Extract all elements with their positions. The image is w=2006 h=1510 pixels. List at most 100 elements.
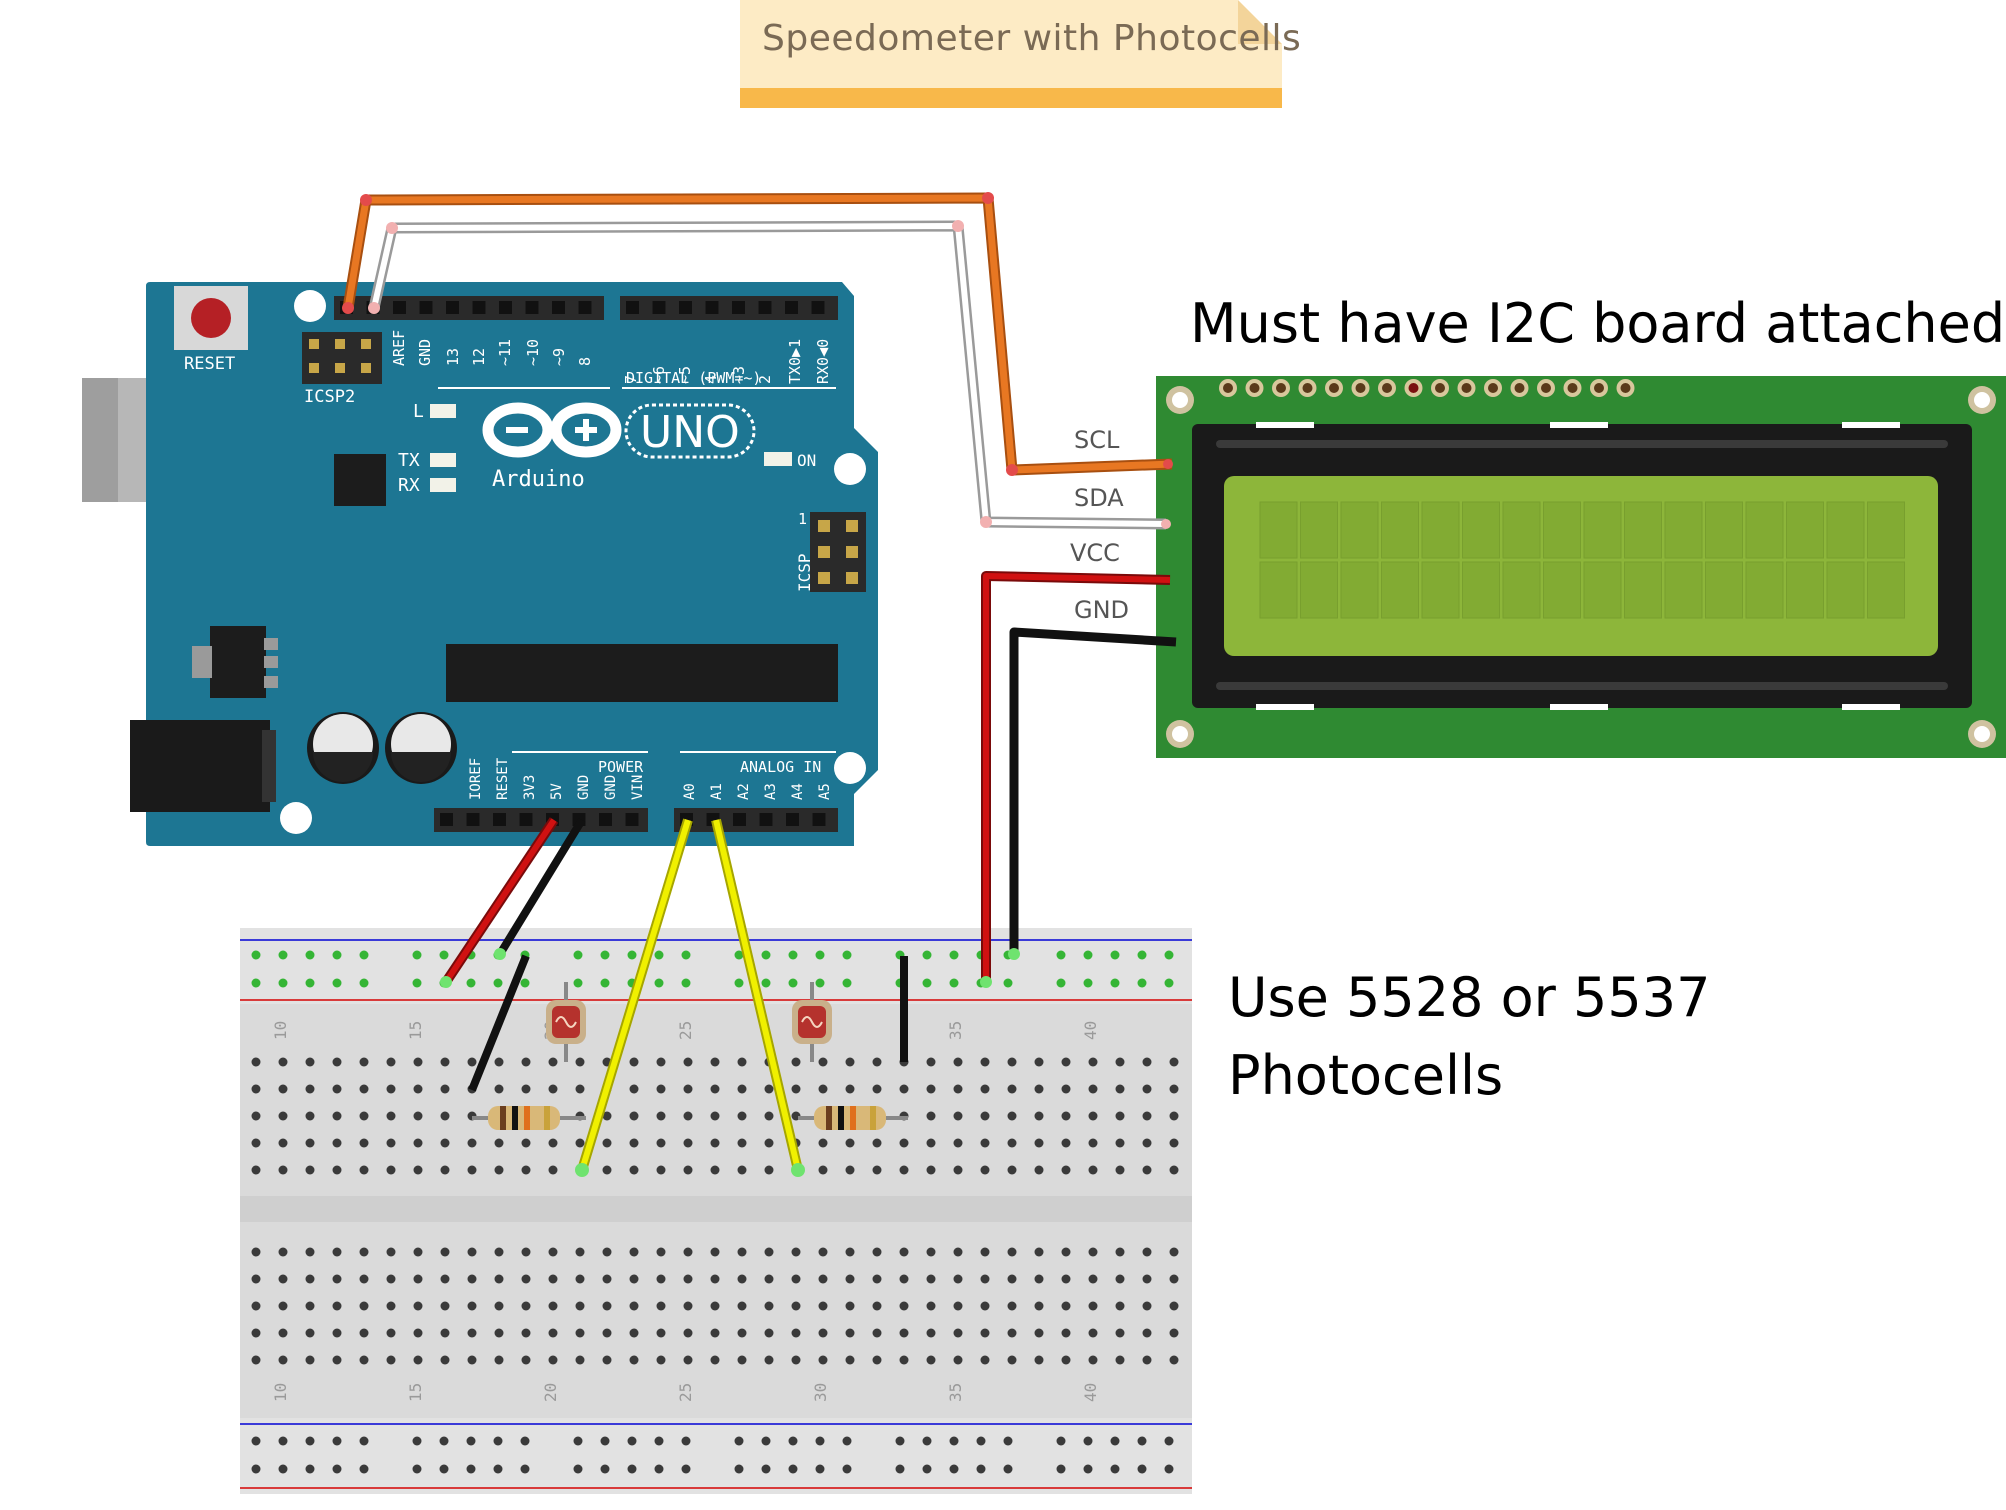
- digital-pin-label: GND: [416, 339, 434, 366]
- digital-pin-label: TX0▶1: [786, 339, 804, 384]
- digital-pin-label: 2: [756, 375, 774, 384]
- power-pin-label: 3V3: [522, 775, 538, 800]
- led-rx-label: RX: [398, 475, 420, 496]
- lcd-character-cells: [1259, 501, 1905, 619]
- led-on: [764, 452, 792, 466]
- usb-chip: [334, 454, 386, 506]
- power-header: [434, 808, 648, 832]
- capacitor-2: [385, 712, 457, 784]
- wire-gnd-jumper: [468, 954, 530, 1092]
- column-number: 20: [541, 1383, 560, 1402]
- arduino-board: [146, 282, 878, 846]
- uno-badge: [624, 403, 756, 459]
- digital-pin-label: 4: [702, 375, 720, 384]
- lcd-pin-sda: SDA: [1074, 484, 1124, 512]
- column-number: 10: [271, 1021, 290, 1040]
- icsp-pin1-label: 1: [798, 510, 807, 528]
- led-l: [430, 404, 456, 418]
- breadboard: 1010151520202525303035354040: [240, 928, 1192, 1494]
- uno-label: UNO: [640, 407, 740, 458]
- column-number: 30: [811, 1383, 830, 1402]
- power-label: POWER: [598, 758, 644, 776]
- resistor-1: [472, 1106, 586, 1130]
- capacitor-1: [307, 712, 379, 784]
- wire-gnd: [496, 817, 586, 957]
- digital-pin-label: ~5: [676, 366, 694, 384]
- column-number: 35: [946, 1383, 965, 1402]
- led-on-label: ON: [797, 451, 816, 470]
- icsp2-header: [302, 332, 382, 384]
- digital-label: DIGITAL (PWM=~): [626, 369, 761, 387]
- power-pin-label: RESET: [495, 757, 511, 800]
- column-number: 35: [946, 1021, 965, 1040]
- title-note: Speedometer with Photocells: [740, 0, 1301, 108]
- arduino-uno: RESET ICSP2: [82, 282, 878, 846]
- digital-pin-label: 13: [444, 348, 462, 366]
- i2c-note: Must have I2C board attached: [1190, 292, 2006, 355]
- digital-pin-label: 12: [470, 348, 488, 366]
- led-rx: [430, 478, 456, 492]
- analog-label: ANALOG IN: [740, 758, 821, 776]
- analog-pin-label: A1: [709, 783, 725, 800]
- digital-pin-label: ~6: [650, 366, 668, 384]
- resistor-2: [798, 1106, 908, 1130]
- analog-pin-label: A3: [763, 783, 779, 800]
- led-tx-label: TX: [398, 450, 420, 471]
- photocell-note-line1: Use 5528 or 5537: [1228, 966, 1711, 1029]
- power-pin-labels: IOREF RESET 3V3 5V GND GND VIN: [468, 757, 646, 800]
- power-pin-label: GND: [576, 775, 592, 800]
- power-pin-label: IOREF: [468, 758, 484, 800]
- analog-header: [674, 808, 838, 832]
- analog-pin-label: A0: [682, 783, 698, 800]
- lcd-pin-vcc: VCC: [1070, 539, 1120, 567]
- wire-lcd-gnd: [1009, 627, 1177, 954]
- arduino-brand: Arduino: [492, 467, 585, 492]
- photocell-1: [546, 982, 586, 1062]
- photocell-note-line2: Photocells: [1228, 1044, 1504, 1107]
- column-number: 40: [1081, 1383, 1100, 1402]
- digital-pin-label: ~9: [550, 348, 568, 366]
- digital-pin-label: ~3: [730, 366, 748, 384]
- atmega-chip: [446, 644, 838, 702]
- icsp-label: ICSP: [795, 553, 814, 592]
- note-band: [740, 88, 1282, 108]
- digital-pin-label: RX0◀0: [814, 339, 832, 384]
- photocell-2: [792, 982, 832, 1062]
- power-jack: [130, 720, 270, 812]
- digital-pin-label: ~10: [524, 339, 542, 366]
- column-number: 25: [676, 1021, 695, 1040]
- note-fold-corner: [1238, 0, 1282, 44]
- power-pin-label: VIN: [630, 775, 646, 800]
- led-tx: [430, 453, 456, 467]
- column-number: 15: [406, 1383, 425, 1402]
- digital-pin-label: 8: [576, 357, 594, 366]
- digital-pin-label: AREF: [390, 330, 408, 366]
- lcd-top-pins: [1219, 379, 1635, 397]
- digital-pin-labels: AREF GND 13 12 ~11 ~10 ~9 8 7 ~6 ~5 4 ~3 2 TX0▶1 RX0◀0: [390, 330, 832, 384]
- lcd-pin-scl: SCL: [1074, 426, 1120, 454]
- column-number: 40: [1081, 1021, 1100, 1040]
- analog-pin-label: A2: [736, 783, 752, 800]
- note-title: Speedometer with Photocells: [762, 18, 1302, 59]
- analog-pin-label: A5: [817, 783, 833, 800]
- column-number: 15: [406, 1021, 425, 1040]
- lcd-pin-gnd: GND: [1074, 596, 1129, 624]
- voltage-regulator: [210, 626, 266, 698]
- power-pin-label: GND: [603, 775, 619, 800]
- wires: [342, 192, 1177, 1177]
- led-l-label: L: [413, 401, 424, 422]
- analog-pin-labels: A0 A1 A2 A3 A4 A5: [682, 783, 833, 800]
- power-pin-label: 5V: [549, 783, 565, 800]
- icsp-header: [810, 512, 866, 592]
- column-number: 25: [676, 1383, 695, 1402]
- column-number: 10: [271, 1383, 290, 1402]
- reset-label: RESET: [184, 354, 235, 374]
- digital-pin-label: 7: [622, 375, 640, 384]
- digital-pin-label: ~11: [496, 339, 514, 366]
- icsp2-label: ICSP2: [304, 387, 355, 407]
- arduino-logo: [482, 402, 622, 458]
- analog-pin-label: A4: [790, 783, 806, 800]
- lcd-module: [1156, 376, 2006, 758]
